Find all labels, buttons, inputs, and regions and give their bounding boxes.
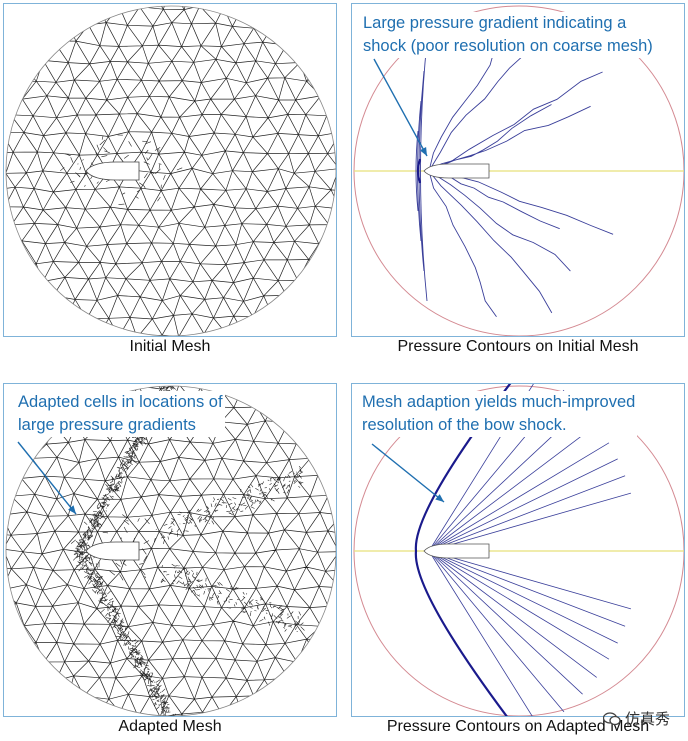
panel-adapted-mesh: Adapted cells in locations of large pres…	[3, 383, 337, 717]
adapted-mesh-plot	[5, 385, 336, 716]
annotation-arrow	[373, 58, 428, 157]
projectile-body	[85, 541, 140, 561]
caption-pressure-adapted: Pressure Contours on Adapted Mesh	[386, 718, 650, 735]
panel-pressure-initial: Large pressure gradient indicating a sho…	[351, 3, 685, 337]
pressure-contours-initial-plot	[353, 5, 684, 336]
annotation-line-1: Mesh adaption yields much-improved	[362, 393, 636, 411]
annotation-line-1: Large pressure gradient indicating a	[363, 14, 627, 32]
annotation-arrow-head	[419, 147, 427, 156]
mesh-lines	[6, 386, 336, 716]
annotation-line-1: Adapted cells in locations of	[18, 393, 223, 411]
annotation-line-2: shock (poor resolution on coarse mesh)	[363, 37, 653, 55]
panel-pressure-adapted: Mesh adaption yields much-improved resol…	[351, 383, 685, 717]
watermark: 仿真秀	[602, 708, 670, 729]
annotation-shock-coarse: Large pressure gradient indicating a sho…	[361, 12, 655, 58]
bow-shock	[414, 384, 512, 716]
watermark-text: 仿真秀	[624, 711, 670, 728]
annotation-arrow	[17, 441, 77, 515]
caption-adapted-mesh: Adapted Mesh	[118, 718, 222, 735]
mesh-triangles	[6, 6, 336, 336]
annotation-adapted-cells: Adapted cells in locations of large pres…	[16, 391, 225, 437]
initial-mesh-plot	[5, 5, 336, 336]
annotation-line-2: resolution of the bow shock.	[362, 416, 567, 434]
caption-pressure-initial: Pressure Contours on Initial Mesh	[397, 338, 639, 355]
wechat-icon	[602, 711, 621, 726]
annotation-arrow-head	[435, 494, 444, 502]
pressure-contours-adapted-plot	[353, 384, 684, 716]
caption-initial-mesh: Initial Mesh	[129, 338, 211, 355]
domain-boundary	[5, 385, 336, 716]
annotation-arrow	[371, 443, 445, 503]
annotation-arrow-head	[68, 505, 76, 514]
pressure-contour-lines	[428, 384, 632, 716]
projectile-body	[85, 161, 140, 181]
panel-initial-mesh	[3, 3, 337, 337]
shock-smeared	[416, 158, 422, 184]
projectile-body	[423, 543, 490, 559]
annotation-bow-shock: Mesh adaption yields much-improved resol…	[360, 391, 638, 437]
annotation-line-2: large pressure gradients	[18, 416, 196, 434]
domain-boundary	[5, 5, 336, 336]
projectile-body	[423, 163, 490, 179]
